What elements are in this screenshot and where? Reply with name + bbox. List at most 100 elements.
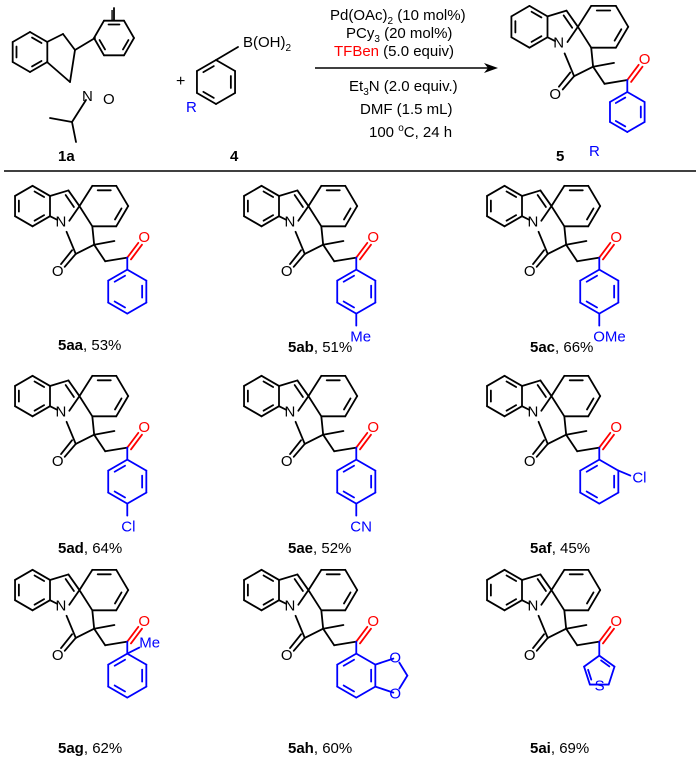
- methyl-bond: [322, 430, 345, 436]
- product-code: 5aa: [58, 337, 84, 354]
- ring-double-bond: [33, 598, 46, 606]
- bond: [294, 614, 306, 639]
- ketone-double-bond: [130, 433, 143, 451]
- bond: [71, 121, 77, 143]
- ring-double-bond: [113, 300, 126, 309]
- cond-co-source: TFBen (5.0 equiv): [334, 43, 454, 60]
- ring-bond: [115, 205, 130, 228]
- substituent-bond: [126, 646, 141, 655]
- aryl-substituent: Cl: [121, 519, 135, 536]
- bond: [49, 215, 59, 221]
- aryl-ring: [107, 652, 148, 699]
- aryl-ring: [107, 458, 148, 505]
- isoquinoline-benzene-ring: [307, 374, 359, 418]
- bond: [49, 189, 70, 197]
- ring-bond: [583, 654, 601, 668]
- lactam-o-atom: O: [524, 263, 536, 280]
- ring-bond: [126, 301, 148, 315]
- ketone-o-atom: O: [610, 613, 622, 630]
- n-atom: N: [528, 597, 539, 614]
- bond: [91, 609, 96, 630]
- lactam-o-atom: O: [524, 453, 536, 470]
- bond: [320, 609, 325, 630]
- product-label: 5ab, 51%: [288, 339, 352, 356]
- ring-bond: [126, 268, 148, 282]
- ring-double-bond: [343, 207, 352, 221]
- bond: [333, 446, 358, 453]
- n-atom: N: [56, 403, 67, 420]
- ring-bond: [503, 184, 523, 197]
- bond: [546, 433, 568, 445]
- ring-double-bond: [113, 464, 126, 473]
- bond: [49, 117, 73, 123]
- double-bond: [536, 194, 547, 208]
- double-bond: [64, 578, 75, 592]
- carbonyl-double-bond: [60, 439, 73, 455]
- methyl-bond: [565, 624, 588, 630]
- ring-bond: [307, 395, 323, 418]
- ring-bond: [587, 184, 602, 207]
- ring-bond: [78, 205, 94, 228]
- cond-base: Et3N (2.0 equiv.): [349, 78, 458, 98]
- product-label: 5: [556, 148, 564, 165]
- ring-double-bond: [505, 598, 518, 606]
- dioxole-bond: [398, 661, 409, 677]
- ring-bond: [598, 654, 616, 668]
- ketone-double-bond: [359, 627, 372, 645]
- product-yield: , 64%: [84, 540, 122, 557]
- carbonyl-bond: [561, 75, 575, 91]
- ketone-double-bond: [602, 243, 615, 261]
- carbonyl-double-bond: [532, 249, 545, 265]
- carbonyl-bond: [535, 253, 549, 268]
- bond: [521, 405, 531, 411]
- indole-benzene-ring: [486, 184, 523, 228]
- ring-bond: [93, 19, 105, 39]
- ring-bond: [355, 268, 377, 282]
- bond: [297, 395, 310, 412]
- ring-bond: [550, 568, 566, 591]
- product-label: 5ac, 66%: [530, 339, 593, 356]
- ring-double-bond: [33, 574, 46, 582]
- ring-bond: [355, 301, 377, 315]
- ring-bond: [243, 184, 263, 197]
- ring-bond: [78, 568, 94, 591]
- carbonyl-bond: [63, 443, 77, 458]
- carbonyl-double-bond: [60, 633, 73, 649]
- isoquinoline-benzene-ring: [307, 184, 359, 228]
- bond: [104, 446, 129, 453]
- bond: [603, 79, 629, 85]
- methyl-bond: [565, 430, 588, 436]
- ring-bond: [550, 205, 566, 228]
- double-bond: [64, 194, 75, 208]
- ketone-double-bond: [130, 243, 143, 261]
- bond: [215, 46, 239, 61]
- bond: [563, 609, 568, 630]
- bond: [296, 379, 310, 397]
- product-yield: , 66%: [555, 339, 593, 356]
- product-label: 5ad, 64%: [58, 540, 122, 557]
- bond: [74, 37, 96, 51]
- ring-bond: [587, 568, 602, 591]
- aryl-ring: [336, 268, 377, 315]
- lactam-o-atom: O: [52, 263, 64, 280]
- bond: [67, 379, 81, 397]
- thiophene-ring: [583, 654, 616, 686]
- methyl-bond: [93, 624, 116, 630]
- n-atom: N: [553, 35, 564, 52]
- ketone-o-atom: O: [639, 51, 651, 68]
- core-scaffold: NOO: [243, 568, 379, 664]
- ring-bond: [550, 589, 566, 612]
- ring-bond: [260, 599, 280, 612]
- ring-bond: [307, 568, 323, 591]
- ketone-double-bond: [602, 433, 615, 451]
- carbonyl-bond: [535, 443, 549, 458]
- aryl-substituent: OMe: [593, 329, 626, 346]
- ring-bond: [126, 685, 148, 699]
- ketone-double-bond: [359, 243, 372, 261]
- bond: [576, 256, 601, 263]
- dioxole-bond: [374, 685, 395, 694]
- plus-sign: +: [176, 73, 185, 90]
